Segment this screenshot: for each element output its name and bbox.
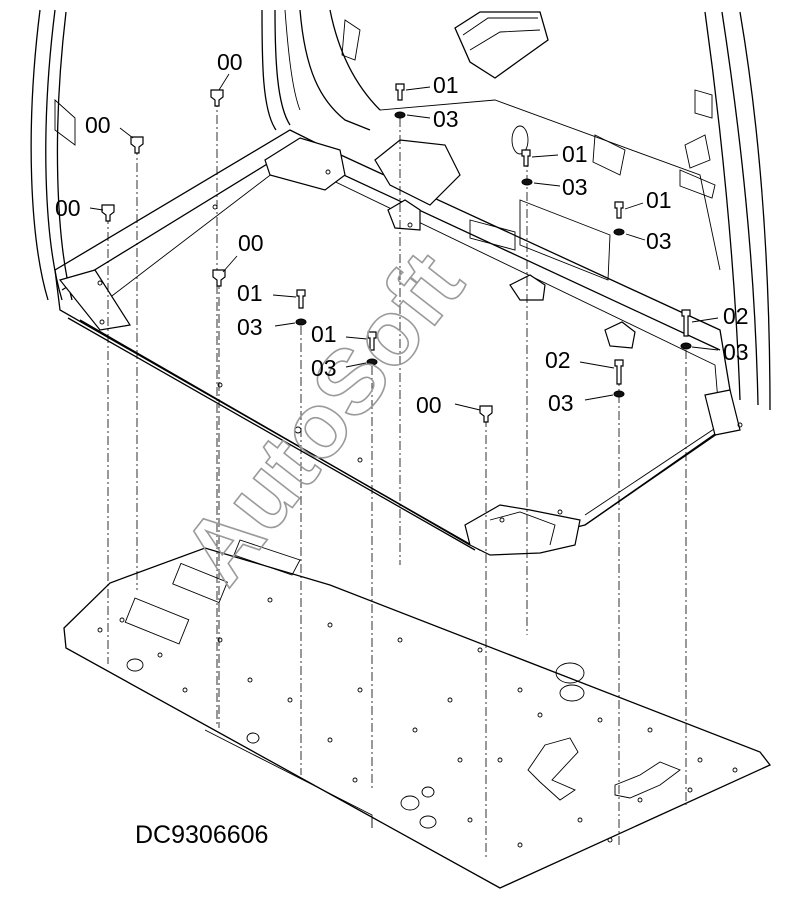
callout-03-f: 03 — [723, 339, 749, 365]
bolt-00-d — [212, 269, 226, 287]
callout-00-c: 00 — [55, 195, 81, 221]
fasteners — [101, 83, 692, 423]
washer-03-g — [613, 390, 625, 398]
screw-01-a — [395, 83, 405, 101]
callout-03-c: 03 — [646, 228, 672, 254]
callout-03-b: 03 — [562, 174, 588, 200]
floor-plate — [63, 539, 772, 889]
callout-01-e: 01 — [311, 321, 337, 347]
washer-03-e — [366, 358, 378, 366]
callout-01-b: 01 — [562, 141, 588, 167]
callout-03-d: 03 — [237, 314, 263, 340]
washer-03-f — [680, 342, 692, 350]
callout-01-a: 01 — [433, 72, 459, 98]
callout-00-d: 00 — [238, 230, 264, 256]
washer-03-b — [521, 178, 533, 186]
callout-00-e: 00 — [416, 392, 442, 418]
bolt-00-e — [479, 405, 493, 423]
callout-03-e: 03 — [311, 355, 337, 381]
bolt-02-a — [681, 309, 691, 337]
screw-01-d — [296, 289, 306, 309]
washer-03-d — [295, 318, 307, 326]
washer-03-a — [394, 111, 406, 119]
bolt-00-b — [130, 136, 144, 154]
callout-01-c: 01 — [646, 187, 672, 213]
callout-02-a: 02 — [723, 303, 749, 329]
washer-03-c — [613, 228, 625, 236]
screw-01-c — [614, 201, 624, 219]
callout-00-a: 00 — [217, 49, 243, 75]
screw-01-b — [521, 149, 531, 167]
screw-01-e — [367, 331, 377, 351]
bolt-00-a — [210, 89, 224, 107]
callout-02-b: 02 — [545, 347, 571, 373]
callout-00-b: 00 — [85, 112, 111, 138]
bolt-02-b — [614, 359, 624, 385]
callout-01-d: 01 — [237, 280, 263, 306]
drawing-code: DC9306606 — [135, 821, 268, 849]
cab-frame — [30, 9, 771, 556]
callout-labels: 00 00 00 00 00 01 03 01 03 01 03 01 03 0… — [55, 49, 749, 418]
leader-lines — [89, 73, 719, 411]
callout-03-a: 03 — [433, 106, 459, 132]
callout-03-g: 03 — [548, 390, 574, 416]
bolt-00-c — [101, 204, 115, 222]
assembly-centerlines — [107, 98, 687, 860]
